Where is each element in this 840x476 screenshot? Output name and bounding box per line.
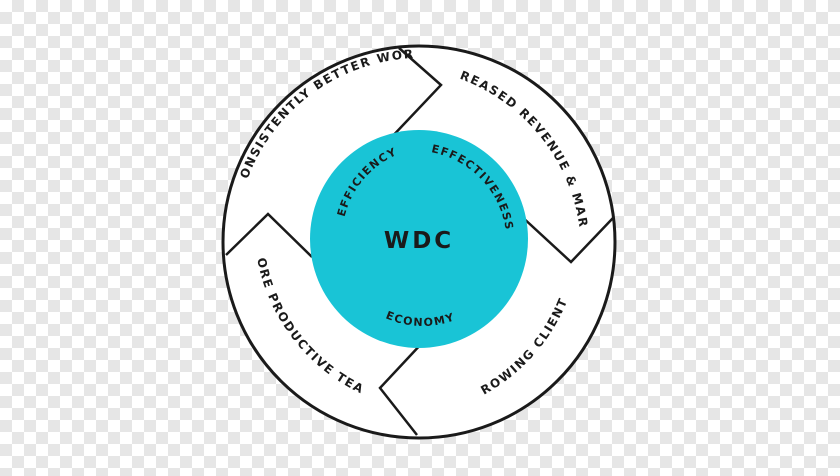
center-circle bbox=[310, 130, 528, 348]
separator-right-chevron bbox=[519, 214, 614, 264]
center-label: WDC bbox=[384, 228, 454, 254]
separator-left-chevron bbox=[225, 212, 313, 258]
separator-top-chevron bbox=[386, 47, 443, 143]
separator-bottom-chevron bbox=[378, 341, 424, 436]
